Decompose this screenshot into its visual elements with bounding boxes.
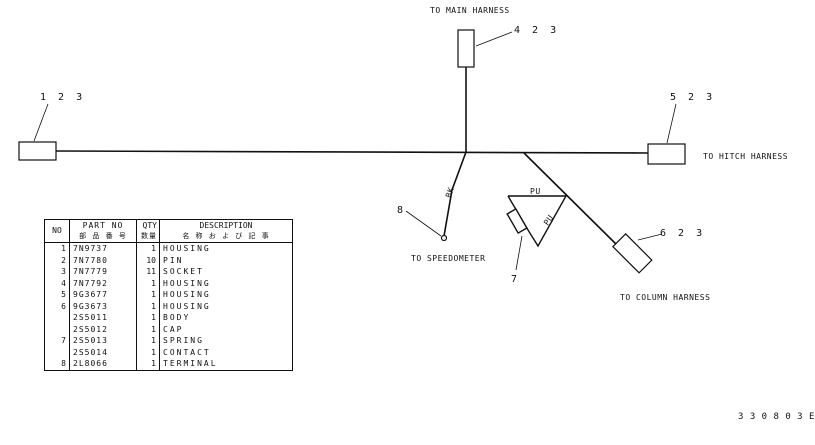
row-desc: HOUSING xyxy=(159,242,293,255)
row-no: 2 xyxy=(44,254,70,266)
leader-7 xyxy=(515,235,523,271)
callout-7: 7 xyxy=(511,274,521,285)
row-qty: 1 xyxy=(136,335,160,347)
row-desc: PIN xyxy=(159,254,293,266)
header-description-en: DESCRIPTION xyxy=(199,221,253,230)
leader-right xyxy=(666,103,677,144)
wire-to-speedometer xyxy=(443,151,467,237)
row-no: 7 xyxy=(44,335,70,347)
callout-bottom-right: 6 2 3 xyxy=(660,228,706,239)
drawing-number: 3 3 0 8 0 3 E xyxy=(738,412,815,422)
row-part: 7N7792 xyxy=(69,277,137,289)
callout-right: 5 2 3 xyxy=(670,92,716,103)
leader-8 xyxy=(405,210,442,237)
row-qty: 1 xyxy=(136,358,160,371)
label-column-harness: TO COLUMN HARNESS xyxy=(620,293,711,302)
row-part: 2S5013 xyxy=(69,335,137,347)
row-no xyxy=(44,323,70,335)
header-qty: QTY 数量 xyxy=(136,219,160,243)
leader-left xyxy=(33,103,49,142)
callout-left: 1 2 3 xyxy=(40,92,86,103)
wire-label-pu-top: PU xyxy=(530,187,541,196)
row-desc: SPRING xyxy=(159,335,293,347)
row-no: 5 xyxy=(44,289,70,301)
connector-column-harness xyxy=(612,233,653,274)
row-desc: HOUSING xyxy=(159,277,293,289)
label-main-harness: TO MAIN HARNESS xyxy=(430,6,510,15)
row-no: 3 xyxy=(44,266,70,278)
connector-hitch-harness xyxy=(647,143,686,165)
row-qty: 1 xyxy=(136,300,160,312)
row-qty: 1 xyxy=(136,289,160,301)
leader-top xyxy=(475,31,513,47)
header-part-no: PART NO 部 品 番 号 xyxy=(69,219,137,243)
row-desc: CAP xyxy=(159,323,293,335)
row-part: 2S5014 xyxy=(69,346,137,358)
header-description-ja: 名 称 お よ び 記 事 xyxy=(182,232,270,240)
callout-top: 4 2 3 xyxy=(514,25,560,36)
row-part: 9G3673 xyxy=(69,300,137,312)
row-desc: HOUSING xyxy=(159,289,293,301)
header-part-no-ja: 部 品 番 号 xyxy=(79,232,127,240)
row-part: 7N9737 xyxy=(69,242,137,255)
header-no: NO xyxy=(44,219,70,243)
speedometer-terminal xyxy=(440,234,448,242)
row-no xyxy=(44,346,70,358)
row-desc: BODY xyxy=(159,312,293,324)
leader-bottom-right xyxy=(637,233,663,241)
row-no xyxy=(44,312,70,324)
row-part: 2S5011 xyxy=(69,312,137,324)
row-desc: TERMINAL xyxy=(159,358,293,371)
callout-8: 8 xyxy=(397,205,407,216)
connector-left xyxy=(18,141,57,161)
row-desc: HOUSING xyxy=(159,300,293,312)
component-7-body xyxy=(506,208,528,234)
row-qty: 1 xyxy=(136,312,160,324)
header-qty-en: QTY xyxy=(142,221,157,230)
row-part: 9G3677 xyxy=(69,289,137,301)
header-description: DESCRIPTION 名 称 お よ び 記 事 xyxy=(159,219,293,243)
row-desc: SOCKET xyxy=(159,266,293,278)
row-no: 6 xyxy=(44,300,70,312)
row-qty: 1 xyxy=(136,346,160,358)
row-desc: CONTACT xyxy=(159,346,293,358)
row-part: 2S5012 xyxy=(69,323,137,335)
main-wire xyxy=(55,150,649,154)
label-hitch-harness: TO HITCH HARNESS xyxy=(703,152,789,161)
row-qty: 11 xyxy=(136,266,160,278)
wire-to-column-harness xyxy=(523,152,623,251)
label-speedometer: TO SPEEDOMETER xyxy=(411,254,486,263)
row-no: 8 xyxy=(44,358,70,371)
parts-table: NO PART NO 部 品 番 号 QTY 数量 DESCRIPTION 名 … xyxy=(44,219,293,371)
header-qty-ja: 数量 xyxy=(141,232,157,240)
row-part: 2L8066 xyxy=(69,358,137,371)
connector-main-harness xyxy=(457,29,475,68)
row-qty: 1 xyxy=(136,323,160,335)
row-part: 7N7780 xyxy=(69,254,137,266)
row-part: 7N7779 xyxy=(69,266,137,278)
row-qty: 1 xyxy=(136,277,160,289)
header-part-no-en: PART NO xyxy=(82,221,124,230)
table-header-row: NO PART NO 部 品 番 号 QTY 数量 DESCRIPTION 名 … xyxy=(44,219,293,243)
row-qty: 10 xyxy=(136,254,160,266)
row-no: 1 xyxy=(44,242,70,255)
row-no: 4 xyxy=(44,277,70,289)
row-qty: 1 xyxy=(136,242,160,255)
